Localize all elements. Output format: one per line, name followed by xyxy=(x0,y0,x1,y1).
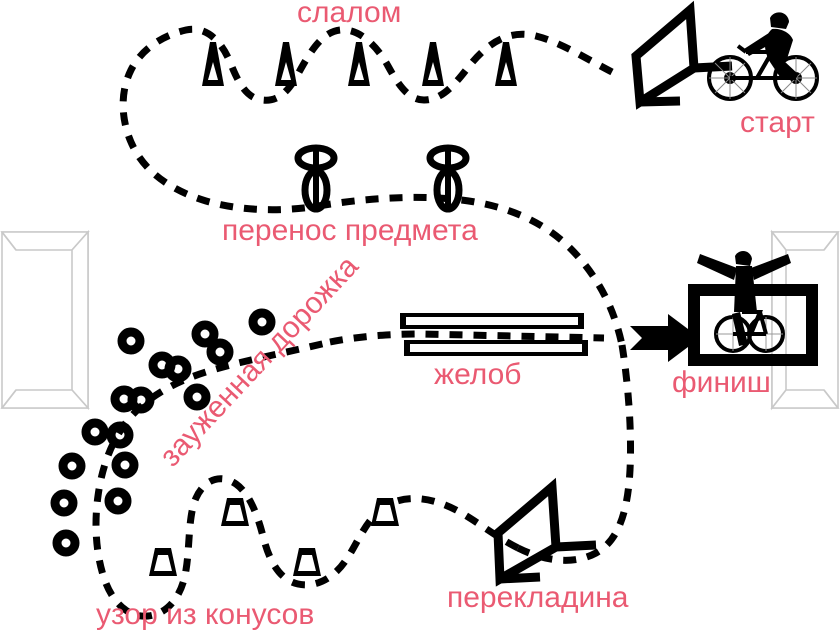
cyclist-on-bike-icon xyxy=(707,12,819,101)
gutter-rails-icon xyxy=(400,313,588,356)
ring-stand-group xyxy=(294,144,470,213)
label-cone-pattern: узор из конусов xyxy=(96,598,315,631)
label-carry-object: перенос предмета xyxy=(222,214,478,247)
start-ramp-icon xyxy=(631,0,733,110)
course-route-path xyxy=(92,25,635,620)
label-slalom: слалом xyxy=(297,0,402,29)
wall-left-icon xyxy=(0,229,90,411)
finish-arrow-icon xyxy=(630,314,700,362)
slalom-cone-group xyxy=(202,42,517,86)
crossbar-frame-icon xyxy=(493,477,597,587)
cyclist-arms-up-icon xyxy=(697,251,791,353)
label-crossbar: перекладина xyxy=(447,581,629,614)
narrow-path-markers xyxy=(50,308,276,557)
label-gutter: желоб xyxy=(434,358,522,391)
label-finish: финиш xyxy=(672,366,771,399)
label-start: старт xyxy=(740,106,815,139)
trapezoid-cone-group xyxy=(149,498,399,576)
